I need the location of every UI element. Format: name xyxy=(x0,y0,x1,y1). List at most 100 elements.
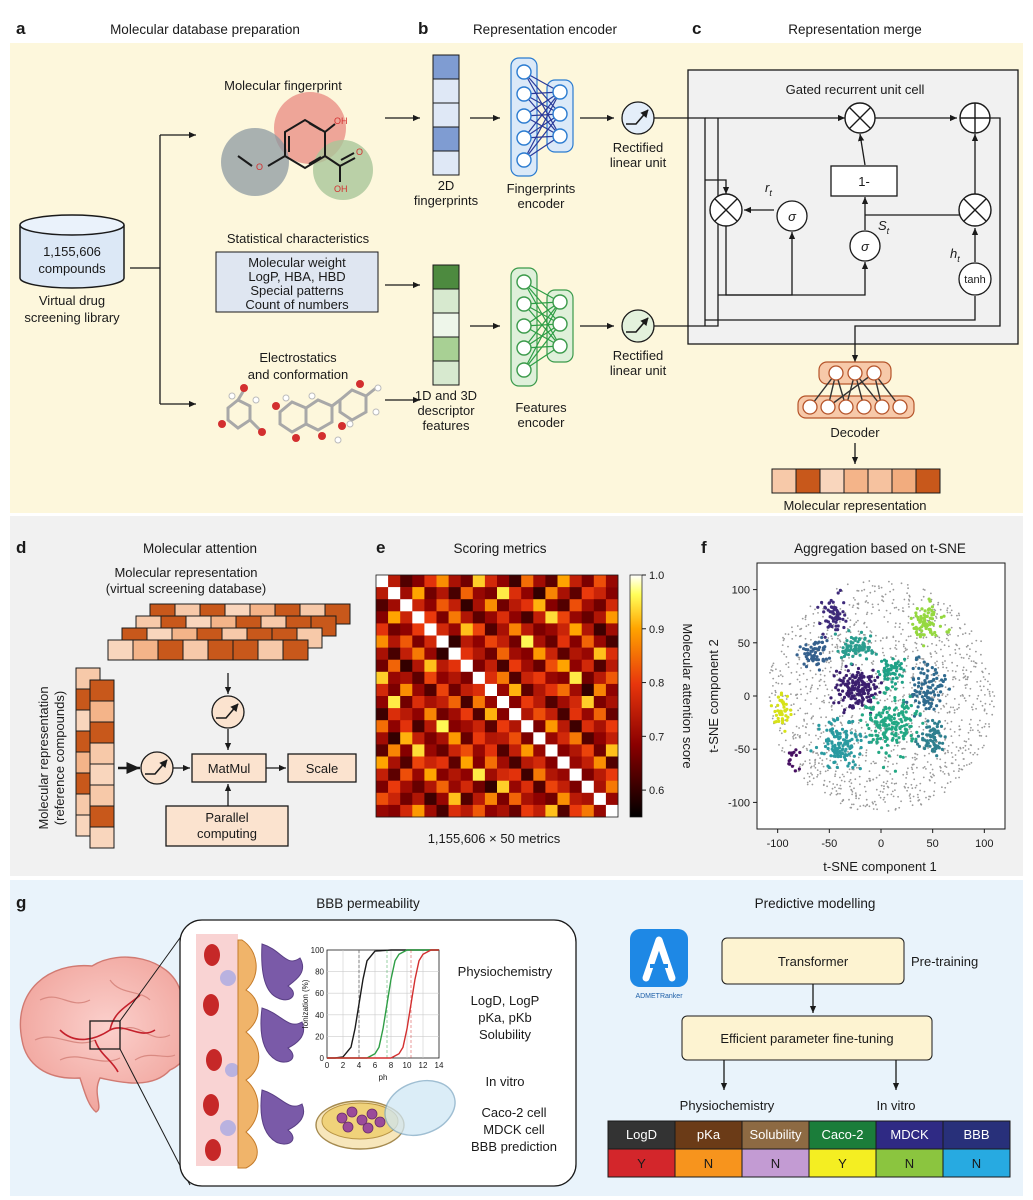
tsne-point-background xyxy=(779,670,782,672)
tsne-point-background xyxy=(857,734,859,737)
tsne-point-background xyxy=(800,693,802,696)
tsne-point xyxy=(938,699,942,703)
tsne-point xyxy=(832,674,836,678)
tsne-point xyxy=(931,718,935,723)
tsne-point-background xyxy=(857,742,860,744)
tsne-point-background xyxy=(823,674,826,677)
tsne-point xyxy=(843,741,847,746)
tsne-point-background xyxy=(838,715,841,718)
tsne-point-background xyxy=(925,768,927,770)
table-value-cell xyxy=(942,1148,1011,1178)
tsne-point-background xyxy=(787,661,790,664)
tsne-point-background xyxy=(980,689,983,692)
tsne-point xyxy=(798,750,802,755)
tsne-point-background xyxy=(851,714,854,717)
tsne-point-background xyxy=(932,794,935,797)
pred-title: Predictive modelling xyxy=(755,896,876,911)
tsne-point xyxy=(803,652,807,656)
tsne-point xyxy=(847,629,851,633)
tsne-point xyxy=(930,728,934,732)
tsne-point-background xyxy=(943,748,946,750)
tsne-point xyxy=(891,677,895,681)
tsne-point xyxy=(931,622,936,627)
tsne-point xyxy=(821,632,825,636)
tsne-point xyxy=(845,639,849,643)
tsne-point-background xyxy=(834,699,836,702)
tsne-point-background xyxy=(934,619,936,622)
tsne-point-background xyxy=(977,694,980,697)
tsne-point-background xyxy=(891,790,894,793)
stat-item: Molecular weight xyxy=(248,255,346,270)
gru-connections xyxy=(654,114,1001,362)
tsne-point-background xyxy=(937,698,939,701)
tsne-point-background xyxy=(882,798,885,801)
heatmap-cell xyxy=(460,768,474,781)
tsne-point xyxy=(855,738,859,742)
tsne-point-background xyxy=(986,688,989,691)
tsne-point-background xyxy=(859,783,861,786)
tsne-point xyxy=(929,691,933,695)
tsne-point xyxy=(779,693,784,697)
tsne-point xyxy=(925,674,929,678)
tsne-point-background xyxy=(788,683,791,686)
tsne-point xyxy=(846,644,850,648)
tsne-point-background xyxy=(939,758,942,761)
tsne-point xyxy=(848,677,852,681)
tsne-point xyxy=(855,673,859,678)
tsne-point xyxy=(844,642,848,646)
tsne-point xyxy=(933,693,937,697)
tsne-point-background xyxy=(941,661,944,664)
tsne-point xyxy=(902,706,906,711)
heatmap-cell xyxy=(533,744,546,757)
tsne-point-background xyxy=(988,690,991,693)
tsne-point-background xyxy=(976,697,979,700)
tsne-point xyxy=(924,681,928,685)
tsne-point xyxy=(867,740,871,745)
heatmap-cell xyxy=(376,575,389,588)
tsne-point-background xyxy=(848,780,851,783)
tsne-point xyxy=(782,705,786,709)
tsne-point-background xyxy=(828,701,831,704)
tsne-point xyxy=(794,753,798,758)
tsne-point-background xyxy=(818,762,820,765)
tsne-point-background xyxy=(936,660,938,663)
tsne-point-background xyxy=(830,705,833,708)
tsne-point-background xyxy=(942,692,944,695)
stat-item: Count of numbers xyxy=(245,297,349,312)
tsne-point-background xyxy=(831,787,834,790)
tsne-point-background xyxy=(964,684,967,687)
tsne-point-background xyxy=(822,607,825,610)
tsne-point xyxy=(916,742,920,746)
tsne-point xyxy=(896,660,900,664)
tsne-point-background xyxy=(796,697,799,700)
heatmap-cell xyxy=(593,623,607,636)
heatmap xyxy=(375,574,619,818)
tsne-point-background xyxy=(880,729,882,732)
heatmap-cell xyxy=(376,792,389,806)
tsne-point-background xyxy=(880,784,883,787)
tsne-point xyxy=(827,601,831,605)
tsne-point-background xyxy=(835,587,838,590)
tsne-point-background xyxy=(882,791,884,793)
heatmap-cell xyxy=(436,696,449,709)
tsne-point-background xyxy=(796,663,799,665)
tsne-point xyxy=(925,733,929,737)
tsne-point-background xyxy=(850,772,852,774)
heatmap-cell xyxy=(557,575,570,588)
heatmap-cell xyxy=(412,780,425,794)
heatmap-cell xyxy=(533,575,546,588)
tsne-point-background xyxy=(936,757,938,760)
tsne-point-background xyxy=(898,806,901,809)
heatmap-cell xyxy=(472,756,486,769)
tsne-point-background xyxy=(828,661,830,664)
colorbar-tick-label: 1.0 xyxy=(649,570,664,582)
heatmap-cell xyxy=(593,768,607,781)
ion-xtick-label: 6 xyxy=(373,1061,378,1070)
tsne-point-background xyxy=(946,749,949,752)
tsne-point xyxy=(785,707,789,711)
heatmap-cell xyxy=(521,623,534,636)
stack-cell xyxy=(207,639,234,661)
heatmap-cell xyxy=(484,635,498,648)
heatmap-cell xyxy=(545,683,558,697)
tsne-point xyxy=(776,695,781,699)
